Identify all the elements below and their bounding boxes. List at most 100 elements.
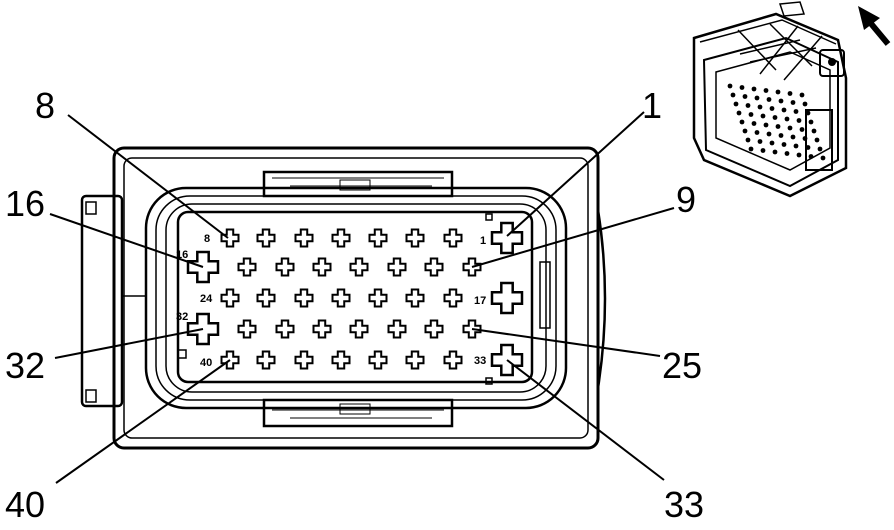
mini-pin [778,98,784,104]
pin-label-32: 32 [176,311,188,323]
mini-pin [757,139,763,144]
pin-terminal [294,350,314,370]
pin-terminal [331,228,351,248]
mini-pin [781,142,787,147]
mini-pin [739,85,745,90]
pin-terminal [368,350,388,370]
mini-pin [748,112,754,117]
callout-33: 33 [664,484,704,525]
connector-face [80,146,607,450]
pin-terminal [256,228,276,248]
pin-terminal [368,288,388,308]
direction-arrow-icon [858,6,891,46]
pin-label-17: 17 [474,295,486,307]
pin-terminal [349,319,369,339]
mini-pin [733,101,739,107]
pin-terminal [387,319,407,339]
pin-label-40: 40 [200,357,212,369]
mini-pin [799,127,805,132]
pin-terminal [424,257,444,277]
callout-9: 9 [676,179,696,220]
mini-pin [745,137,751,143]
mini-pin [799,92,805,98]
pin-terminal [220,288,240,308]
mini-pin [784,116,790,122]
pin-terminal [349,257,369,277]
pin-terminal [237,257,257,277]
mini-pin [817,146,823,152]
mini-pin [781,107,787,113]
pin-terminal [424,319,444,339]
pin-label-8: 8 [204,233,210,245]
mini-pin [820,155,826,161]
pin-label-16: 16 [176,249,188,261]
callout-16: 16 [5,183,45,224]
pin-terminal [443,228,463,248]
pin-label-33: 33 [474,355,486,367]
pin-terminal [405,288,425,308]
mini-pin [775,89,781,95]
mini-pin [805,110,811,116]
mini-pin [805,145,811,150]
mini-pin [784,151,790,156]
mini-pin [802,101,808,107]
callout-8: 8 [35,85,55,126]
mini-pin [760,148,766,153]
mini-pin [769,140,775,146]
pin-terminal [368,228,388,248]
callout-32: 32 [5,345,45,386]
mini-pin [766,97,772,102]
mini-pin [748,146,754,152]
mini-pin [814,137,820,143]
mini-pin [754,95,760,101]
pin-terminal [256,350,276,370]
callout-40: 40 [5,484,45,525]
pin-terminal [331,288,351,308]
mini-pin [772,149,778,155]
pin-terminal [443,350,463,370]
pin-terminal-large [490,281,524,315]
mini-pin [739,119,745,125]
mini-pin [808,119,814,125]
mini-pin [763,88,769,93]
pin-grid [186,221,524,377]
pin-terminal [256,288,276,308]
mini-pin [754,130,760,135]
mini-pin [772,115,778,120]
pin-terminal [443,288,463,308]
mini-pin [742,128,748,134]
callout-25: 25 [662,345,702,386]
connector-3d-view-icon [692,1,848,198]
mini-pin [796,118,802,123]
mini-pin [745,103,751,108]
mini-pin [787,125,793,131]
mini-pin [742,94,748,99]
connector-3d-pin-array [727,83,826,161]
mini-pin [751,121,757,126]
mini-pin [763,122,769,128]
pin-terminal [275,257,295,277]
pin-terminal [405,350,425,370]
pin-terminal [294,228,314,248]
pin-terminal [312,319,332,339]
leader-lines [49,111,675,484]
mini-pin [766,131,772,137]
mini-pin [778,133,784,138]
mini-pin [757,104,763,110]
mini-pin [769,106,775,111]
mini-pin [802,136,808,141]
pin-terminal-large [490,221,524,255]
mini-pin [790,134,796,140]
pin-label-1: 1 [480,235,486,247]
mini-pin [790,100,796,105]
mini-pin [811,128,817,134]
pin-terminal [387,257,407,277]
mini-pin [793,143,799,149]
mini-pin [808,154,814,159]
mini-pin [760,113,766,119]
mini-pin [751,86,757,92]
mini-pin [793,109,799,114]
pin-terminal [331,350,351,370]
mini-pin [787,91,793,96]
pin-terminal [294,288,314,308]
